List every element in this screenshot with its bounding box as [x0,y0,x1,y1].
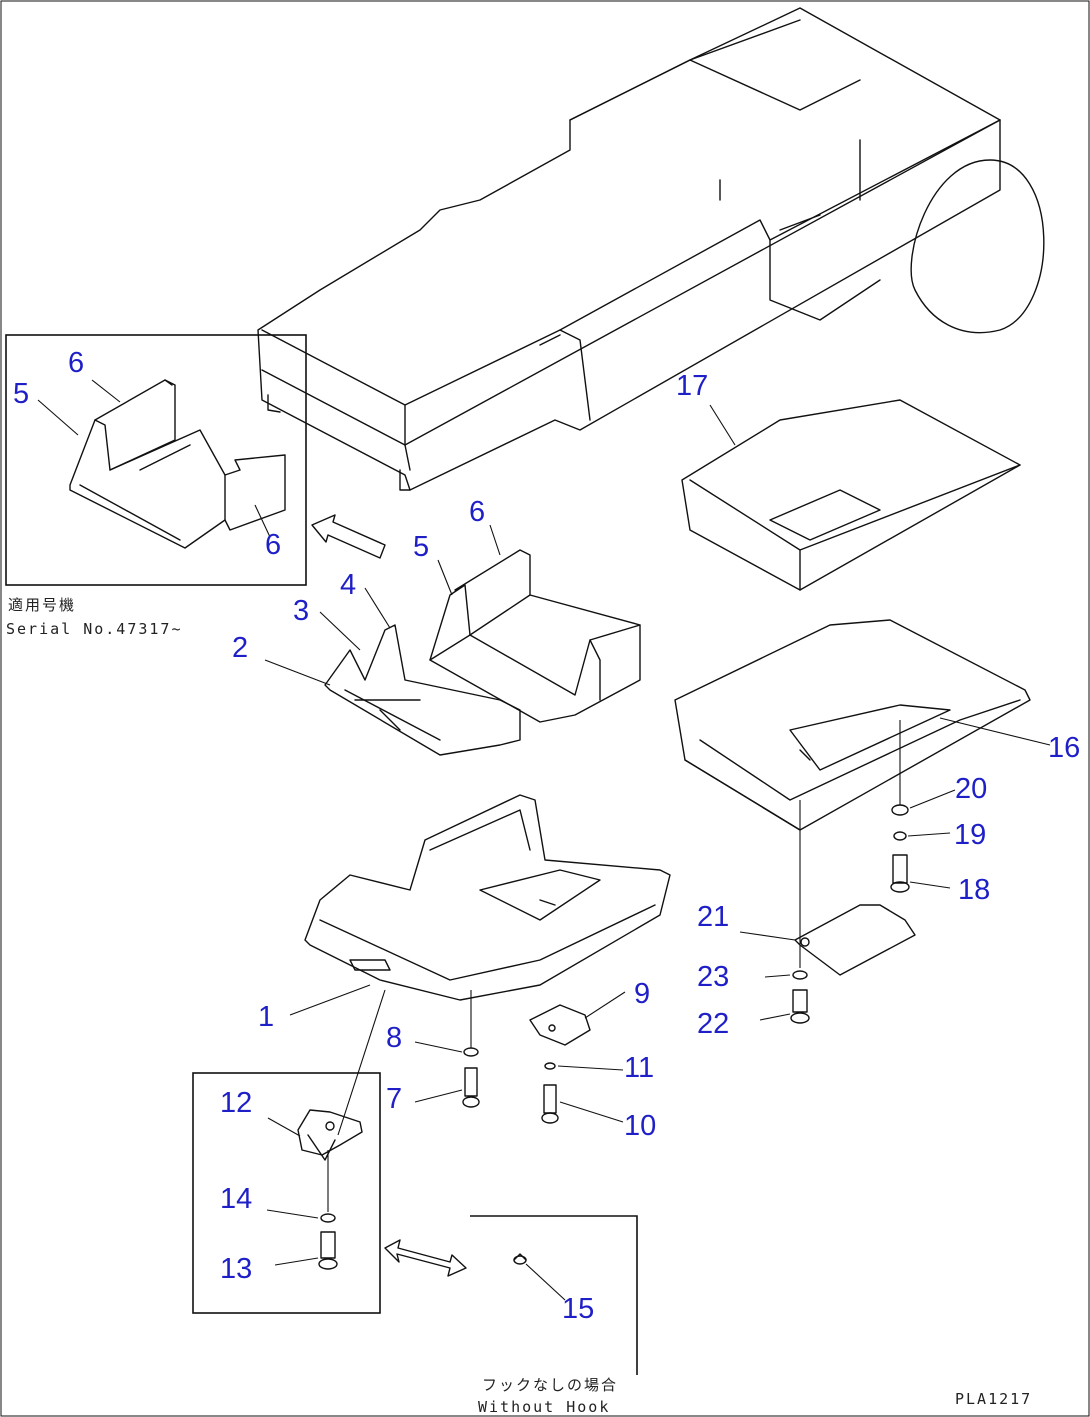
callout-22: 22 [697,1008,729,1040]
callout-8: 8 [386,1022,402,1054]
callouts: 1 2 3 4 5 5 6 6 6 7 8 9 10 11 12 13 14 1… [13,347,1080,1325]
undercover-1-drawing [304,794,671,1001]
callout-16: 16 [1048,732,1080,764]
bracket-21-drawing [794,904,916,976]
callout-6-inset-top: 6 [68,347,84,379]
inset-box-hook [192,1072,381,1314]
callout-11: 11 [624,1052,654,1084]
double-arrow [384,1239,467,1277]
callout-19: 19 [954,819,986,851]
callout-7: 7 [386,1083,402,1115]
callout-5-main: 5 [413,531,429,563]
callout-9: 9 [634,978,650,1010]
callout-6-main: 6 [469,496,485,528]
inset-cover-drawing [69,379,286,549]
drawing-code: PLA1217 [955,1390,1032,1408]
serial-note-jp: 適用号機 [8,596,76,614]
callout-6-inset-bottom: 6 [265,529,281,561]
main-frame-drawing [257,7,1045,491]
callout-1: 1 [258,1001,274,1033]
callout-5-inset: 5 [13,378,29,410]
plate-9-drawing [529,1004,591,1046]
callout-2: 2 [232,632,248,664]
callout-3: 3 [293,595,309,627]
without-hook-note-jp: フックなしの場合 [482,1376,618,1394]
callout-13: 13 [220,1253,252,1285]
serial-note-en: Serial No.47317~ [6,620,183,638]
cover-17-drawing [681,399,1021,591]
cover-16-drawing [674,619,1031,831]
callout-10: 10 [624,1110,656,1142]
callout-17: 17 [676,370,708,402]
direction-arrow-inset [311,514,386,559]
callout-14: 14 [220,1183,252,1215]
callout-23: 23 [697,961,729,993]
without-hook-note-en: Without Hook [478,1398,610,1416]
inset-box-serial [5,334,307,586]
callout-21: 21 [697,901,729,933]
hook-drawing [297,989,386,1270]
inset-box-without-hook [470,1215,638,1375]
callout-12: 12 [220,1087,252,1119]
covers-2-6-drawing [324,549,641,756]
callout-4: 4 [340,569,356,601]
callout-15: 15 [562,1293,594,1325]
leader-lines [37,379,1051,1301]
without-hook-part-drawing [513,1253,527,1265]
callout-20: 20 [955,773,987,805]
fasteners-drawing [462,720,910,1124]
callout-18: 18 [958,874,990,906]
